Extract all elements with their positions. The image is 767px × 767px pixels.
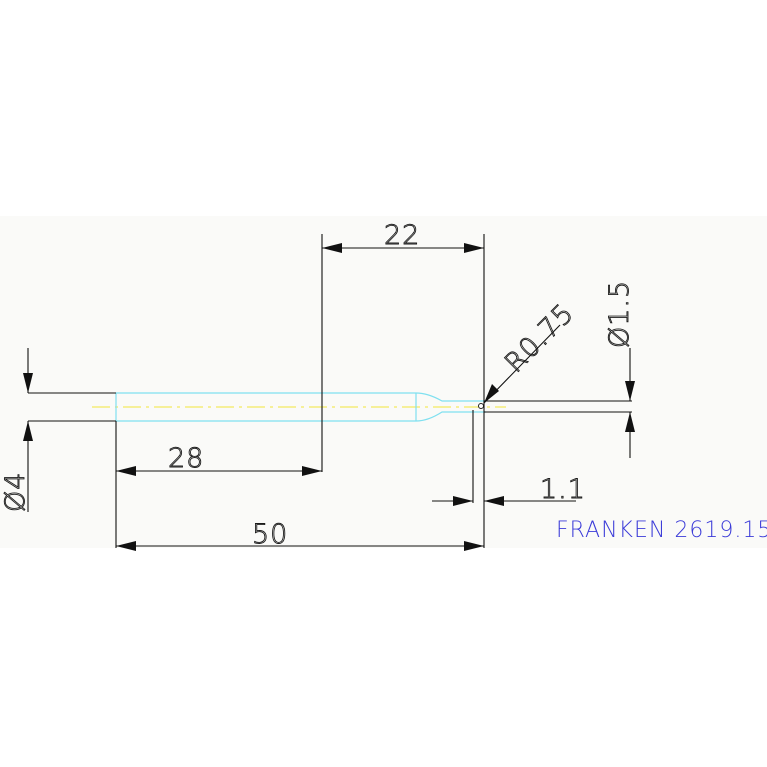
drawing-sheet-band — [0, 216, 767, 548]
diameter-4-label: Ø4 — [0, 472, 31, 512]
dimension-28-label: 28 — [168, 443, 204, 474]
diameter-1-5-label: Ø1.5 — [604, 280, 635, 348]
part-outline — [115, 392, 486, 422]
part-note: FRANKEN 2619.150 — [556, 518, 767, 543]
dimension-50-label: 50 — [252, 519, 288, 550]
dimension-1-1-label: 1.1 — [540, 474, 586, 505]
dimension-arrows — [23, 243, 635, 551]
dimension-22-label: 22 — [384, 220, 420, 251]
tip-radius-marker — [478, 403, 484, 409]
